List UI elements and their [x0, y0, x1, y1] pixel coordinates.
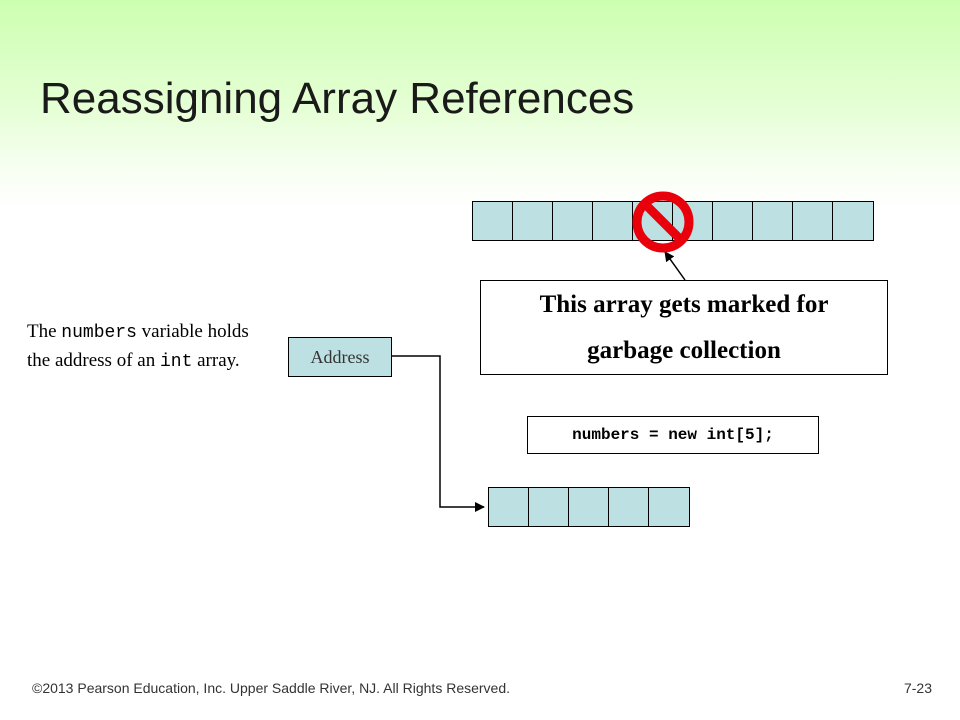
variable-description: The numbers variable holds the address o… — [27, 318, 267, 376]
callout-pointer-arrow — [664, 251, 686, 281]
callout-line-1: This array gets marked for — [539, 290, 829, 318]
callout-line-2: garbage collection — [587, 336, 781, 364]
reference-arrow — [392, 355, 485, 512]
array-cell — [553, 202, 593, 240]
old-array — [472, 201, 874, 241]
array-cell — [673, 202, 713, 240]
array-cell — [489, 488, 529, 526]
array-cell — [529, 488, 569, 526]
array-cell — [649, 488, 689, 526]
note-text-2: variable holds the address of an — [27, 321, 249, 371]
array-cell — [833, 202, 873, 240]
array-cell — [569, 488, 609, 526]
garbage-collection-callout: This array gets marked for garbage colle… — [480, 280, 888, 375]
array-cell — [513, 202, 553, 240]
slide-number: 7-23 — [903, 680, 932, 696]
array-cell — [473, 202, 513, 240]
array-cell — [609, 488, 649, 526]
note-text-3: array. — [192, 350, 240, 371]
copyright-footer: ©2013 Pearson Education, Inc. Upper Sadd… — [32, 680, 511, 696]
note-code-numbers: numbers — [61, 323, 137, 343]
code-statement-box: numbers = new int[5]; — [527, 416, 819, 454]
array-cell — [713, 202, 753, 240]
note-code-int: int — [159, 352, 193, 372]
array-cell — [633, 202, 673, 240]
address-variable-box: Address — [288, 337, 392, 377]
array-cell — [593, 202, 633, 240]
new-array — [488, 487, 690, 527]
array-cell — [753, 202, 793, 240]
array-cell — [793, 202, 833, 240]
slide-title: Reassigning Array References — [40, 74, 635, 123]
note-text-1: The — [27, 321, 62, 342]
